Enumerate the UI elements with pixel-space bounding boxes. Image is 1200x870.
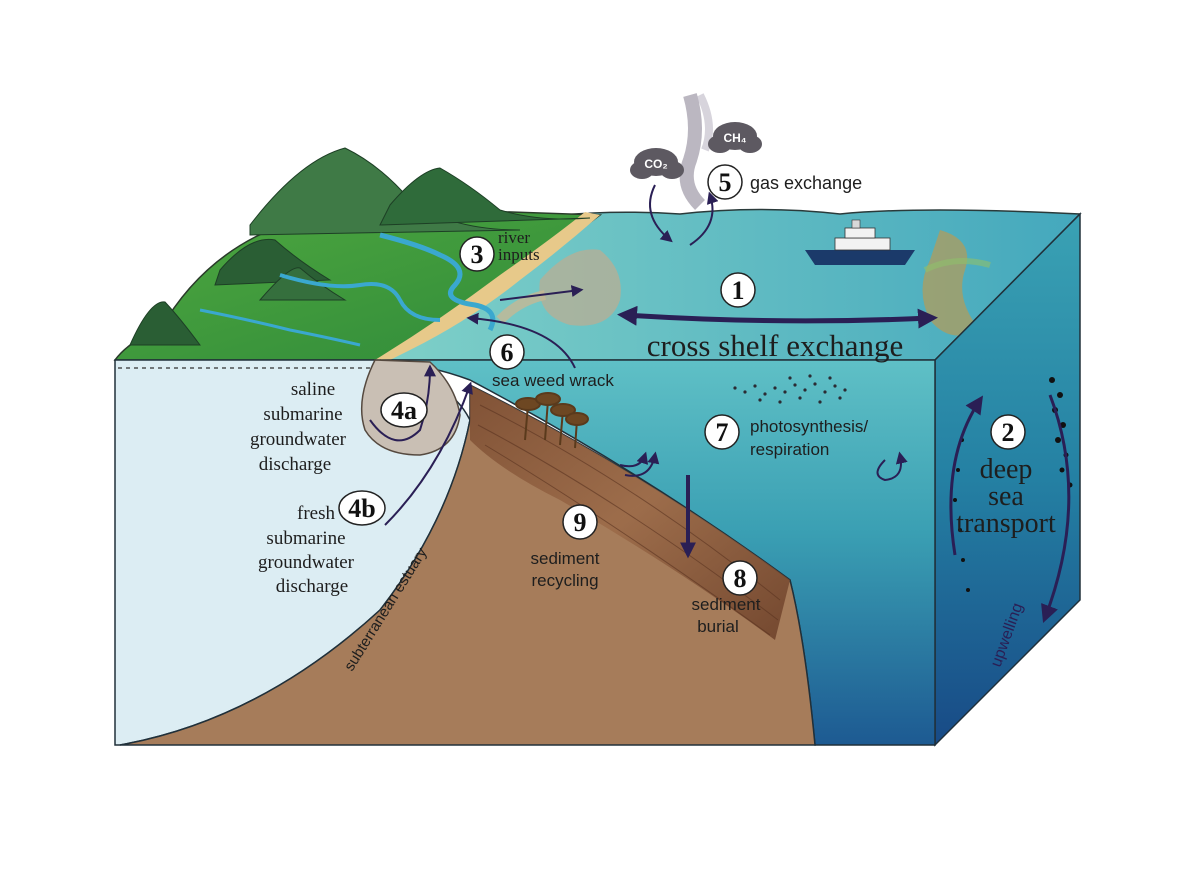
deep-sea-label-2: sea — [988, 481, 1024, 512]
badge-6: 6 — [489, 334, 525, 370]
downwelling-arrow — [1041, 394, 1071, 624]
ch4-cloud-icon — [708, 122, 762, 153]
co2-label: CO₂ — [644, 157, 667, 171]
seaweed-icon — [515, 392, 589, 449]
river-label-1: river — [498, 228, 530, 247]
saline-label-1: saline — [291, 379, 335, 400]
badge-4b: 4b — [338, 490, 386, 526]
seaweed-arrow — [466, 312, 576, 369]
svg-text:8: 8 — [734, 564, 747, 593]
badge-9: 9 — [562, 504, 598, 540]
saline-label-3: groundwater — [250, 429, 347, 450]
ch4-label: CH₄ — [723, 131, 746, 145]
badge-4a: 4a — [380, 392, 428, 428]
burial-label-2: burial — [697, 617, 739, 636]
cross-shelf-arrow — [617, 305, 938, 329]
saline-label-2: submarine — [263, 404, 342, 425]
plankton-dots — [733, 374, 847, 404]
river — [379, 232, 496, 332]
badge-8: 8 — [722, 560, 758, 596]
svg-text:4b: 4b — [348, 494, 375, 523]
respiration-arrow — [876, 451, 908, 482]
svg-text:2: 2 — [1002, 418, 1015, 447]
svg-text:6: 6 — [501, 338, 514, 367]
gas-plume — [679, 93, 713, 210]
beach — [375, 212, 600, 360]
river-arrow — [499, 285, 584, 301]
sediment-layers — [470, 385, 790, 640]
svg-text:5: 5 — [719, 168, 732, 197]
recycling-arrow — [624, 451, 660, 477]
svg-text:9: 9 — [574, 508, 587, 537]
co2-cloud-icon — [630, 148, 684, 179]
photosynthesis-label-1: photosynthesis/ — [750, 417, 868, 436]
saline-label-4: discharge — [259, 454, 331, 475]
gas-exchange-label: gas exchange — [750, 173, 862, 193]
photosynthesis-label-2: respiration — [750, 440, 829, 459]
seaweed-label: sea weed wrack — [492, 371, 614, 390]
cross-shelf-label: cross shelf exchange — [647, 328, 904, 363]
river-label-2: inputs — [498, 245, 540, 264]
deep-sea-label-3: transport — [956, 508, 1056, 539]
burial-label-1: sediment — [692, 595, 761, 614]
svg-text:4a: 4a — [391, 396, 417, 425]
badge-2: 2 — [990, 414, 1026, 450]
badge-7: 7 — [704, 414, 740, 450]
gas-arrow-up — [689, 191, 719, 246]
sgd-fresh-arrow — [384, 381, 473, 526]
svg-text:3: 3 — [471, 240, 484, 269]
mountains — [129, 147, 591, 346]
fresh-label-2: submarine — [266, 528, 345, 549]
gas-arrow-down — [649, 184, 673, 243]
badge-1: 1 — [720, 272, 756, 308]
svg-text:1: 1 — [732, 276, 745, 305]
upwelling-arrow — [949, 395, 983, 556]
deep-sea-label-1: deep — [980, 454, 1033, 485]
badge-3: 3 — [459, 236, 495, 272]
fresh-label-1: fresh — [297, 503, 335, 524]
fresh-label-3: groundwater — [258, 552, 355, 573]
recycling-label-1: sediment — [531, 549, 600, 568]
sgd-saline-arrow — [369, 364, 436, 442]
badge-5: 5 — [707, 164, 743, 200]
svg-text:7: 7 — [716, 418, 729, 447]
ship-icon — [805, 219, 915, 265]
fresh-label-4: discharge — [276, 576, 348, 597]
recycling-label-2: recycling — [531, 571, 598, 590]
